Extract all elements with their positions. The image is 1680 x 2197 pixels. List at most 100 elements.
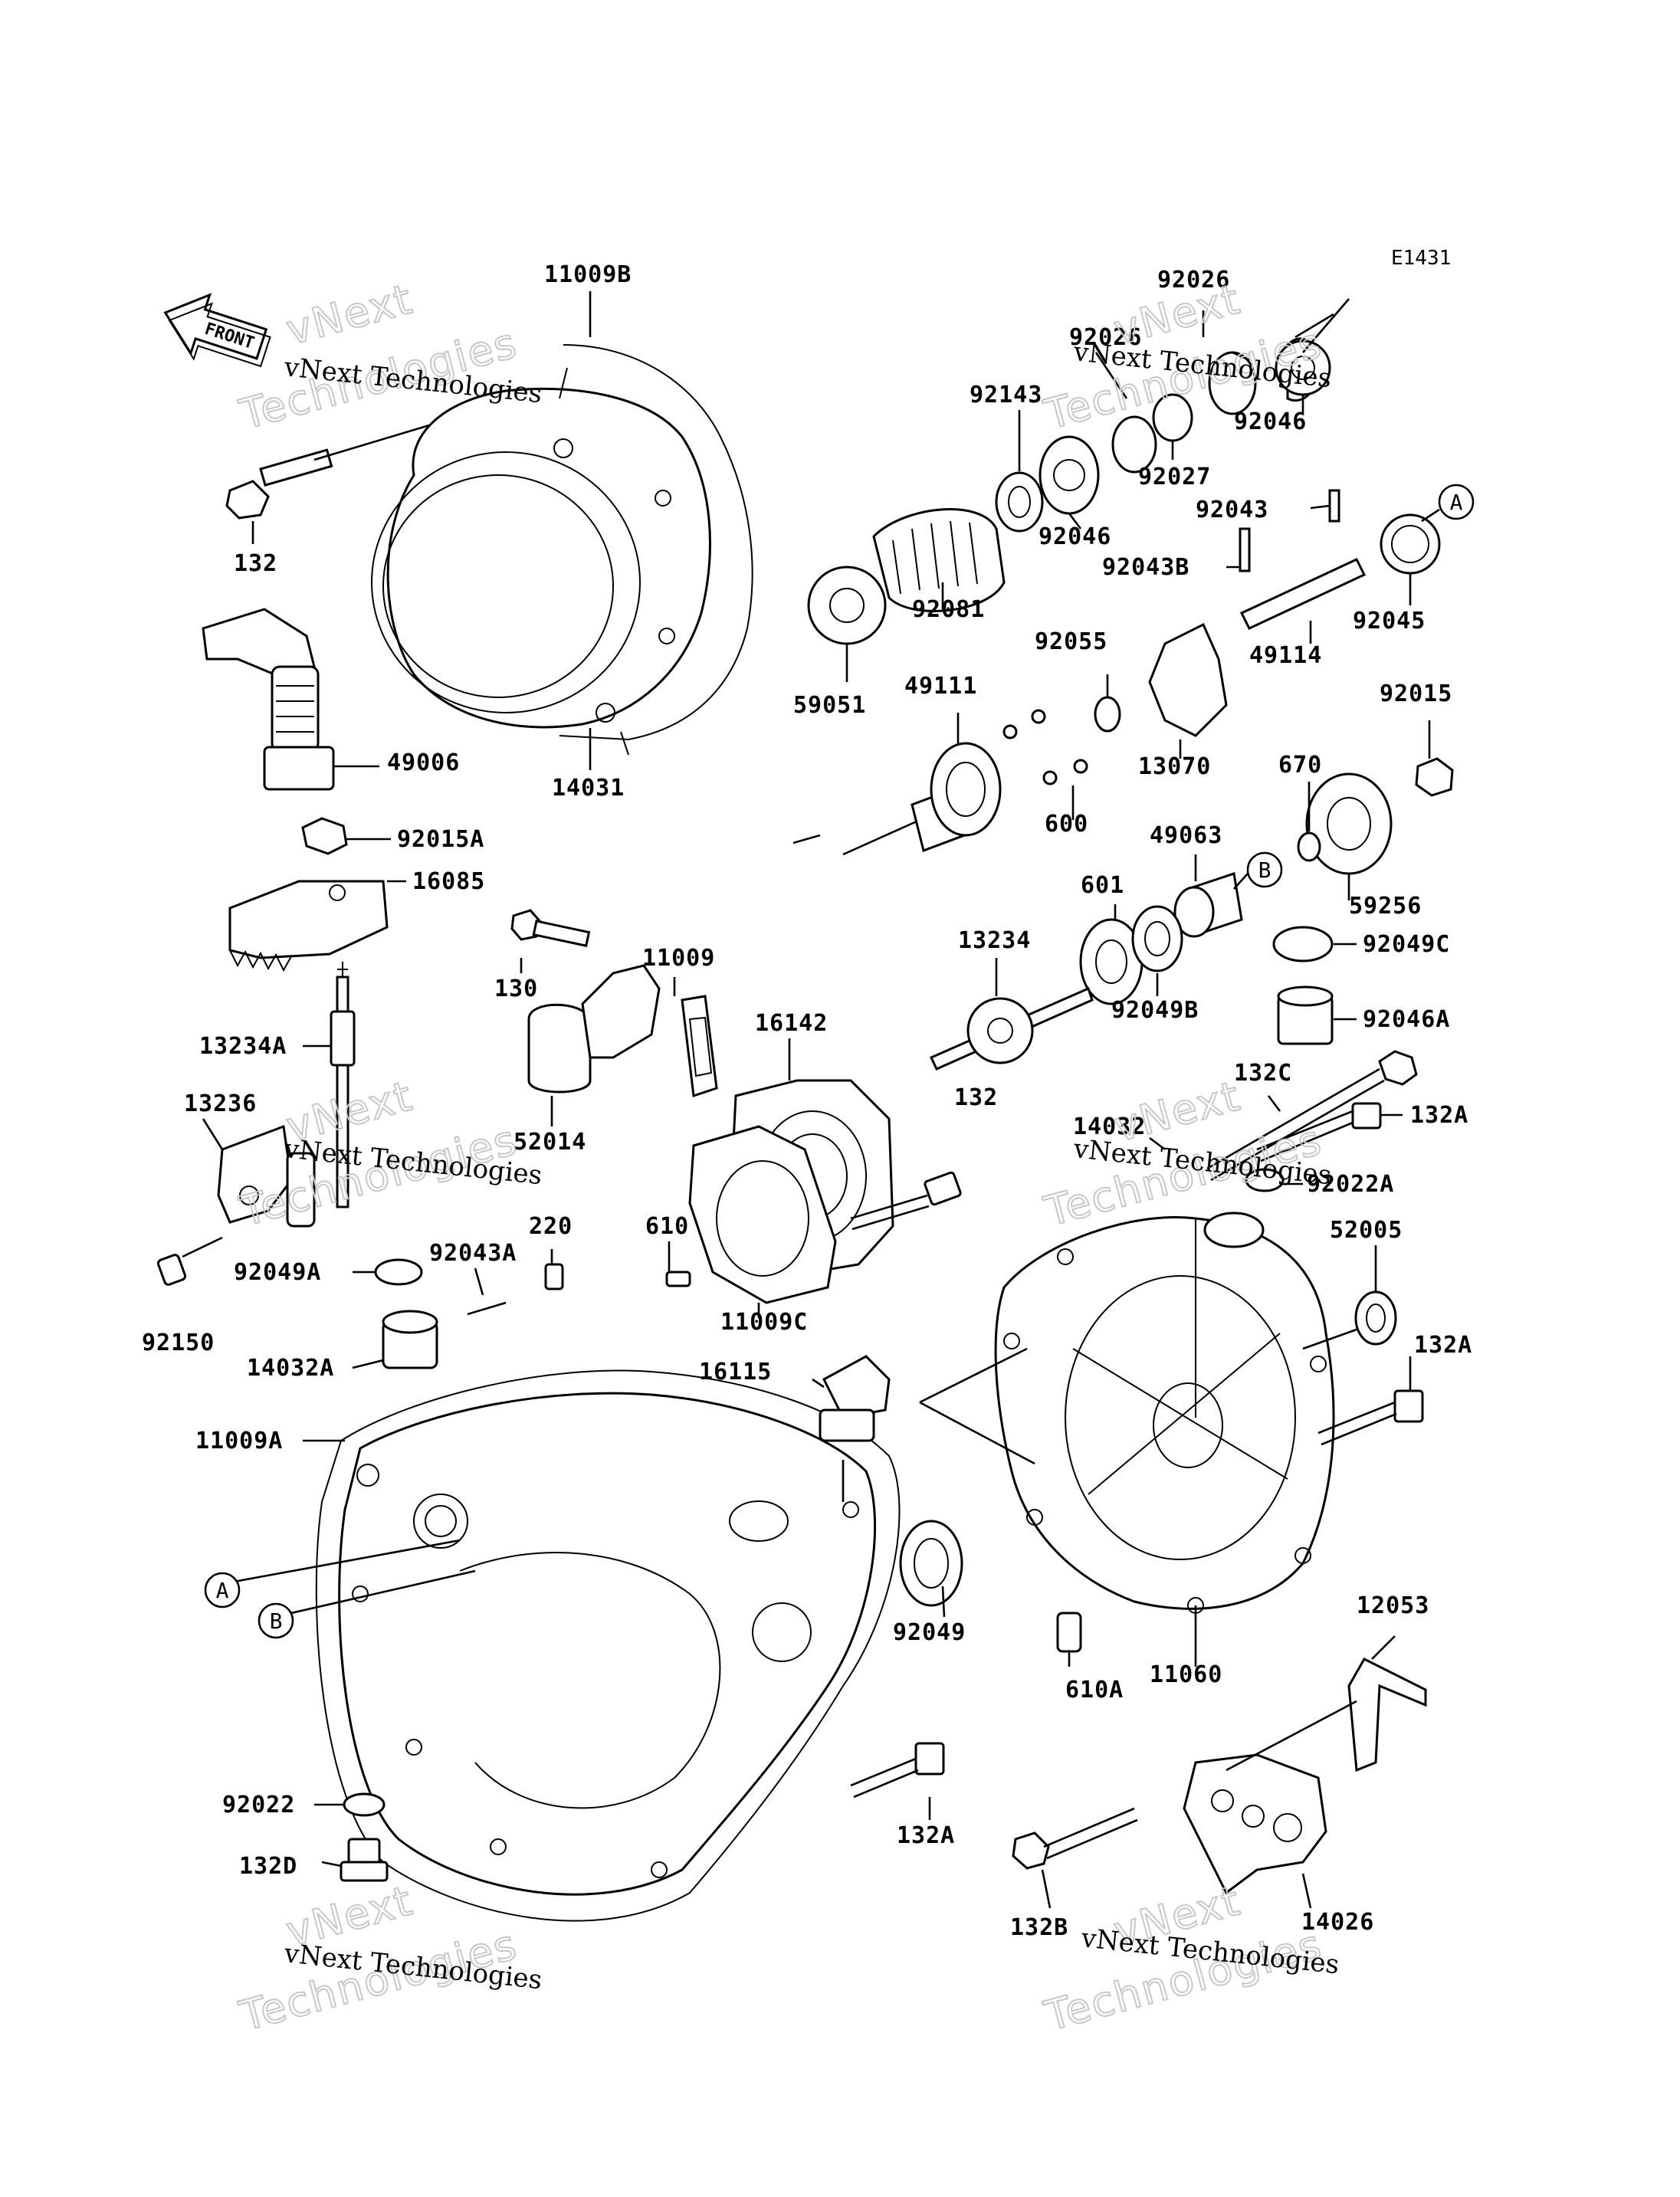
part-label[interactable]: 92049B [1111,997,1199,1024]
part-label[interactable]: 49111 [904,673,977,700]
part-label[interactable]: 132B [1010,1914,1068,1941]
svg-text:A: A [216,1578,229,1603]
part-label[interactable]: 92049 [893,1619,966,1646]
part-label[interactable]: 16142 [755,1010,828,1037]
crankcase-cover-11009A [315,1369,901,1922]
part-label[interactable]: 92043B [1102,554,1189,581]
part-label[interactable]: 92049A [234,1259,321,1286]
part-label[interactable]: 11009B [544,261,632,288]
bracket-12053 [1347,1658,1427,1772]
part-label[interactable]: 16115 [699,1359,772,1385]
part-label[interactable]: 132A [1414,1332,1472,1359]
part-label[interactable]: 92022A [1307,1171,1394,1198]
part-label[interactable]: 610A [1065,1677,1124,1703]
part-label[interactable]: 14031 [552,775,625,802]
part-label[interactable]: 92043 [1196,497,1268,523]
part-label[interactable]: 13070 [1138,753,1211,780]
part-label[interactable]: 92046A [1363,1006,1450,1033]
part-label[interactable]: 92027 [1138,464,1211,490]
bolt-132-mid [850,1171,962,1231]
part-label[interactable]: 16085 [412,868,485,895]
ref-marker-A-top[interactable]: A [1438,484,1475,520]
plug-16115 [819,1355,891,1502]
part-label[interactable]: 92026 [1157,267,1230,293]
part-label[interactable]: 92055 [1035,628,1107,655]
part-label[interactable]: 49006 [387,749,460,776]
part-label[interactable]: 601 [1081,872,1124,899]
part-label[interactable]: 11009A [195,1428,283,1454]
part-label[interactable]: 59256 [1349,893,1422,920]
washer-92022 [343,1792,386,1817]
part-label[interactable]: 14032 [1073,1113,1146,1140]
kick-shaft-49006 [202,608,379,791]
part-label[interactable]: 92046 [1039,523,1111,550]
part-label[interactable]: 132A [1410,1102,1468,1129]
screw-220 [544,1263,564,1290]
ref-marker-B-bottom[interactable]: B [258,1602,294,1639]
part-label[interactable]: 92150 [142,1330,215,1356]
part-label[interactable]: 92026 [1069,324,1142,351]
part-label[interactable]: 92046 [1234,408,1307,435]
ref-marker-A-bottom[interactable]: A [204,1572,241,1608]
bolt-132-top [225,424,430,520]
water-pipe-group [510,909,718,1098]
screw-92150 [156,1254,187,1286]
pin-92043A [467,1301,507,1316]
watermark-6: vNext Technologies vNext Technologies [1039,1875,1340,2041]
part-label[interactable]: 59051 [793,692,866,719]
seal-52005 [1354,1290,1397,1346]
part-label[interactable]: 132 [234,550,277,577]
part-label[interactable]: 610 [645,1213,689,1240]
svg-text:vNext: vNext [281,274,418,354]
part-labels: 11009B 132 49006 14031 92015A 16085 130 … [142,261,1472,1941]
bolt-132A-bottom [850,1742,945,1799]
pump-drive-group [1079,757,1454,1005]
diagram-code: E1431 [1391,247,1451,270]
bolt-132A-right2 [1317,1389,1424,1446]
clutch-cover-group [371,344,753,756]
bolt-132C [1206,1050,1418,1182]
part-label[interactable]: 11009 [642,945,715,972]
leader-lines [202,291,1431,1909]
part-label[interactable]: 92043A [429,1240,517,1267]
part-label[interactable]: 11009C [720,1309,808,1336]
cap-14032A [382,1310,438,1369]
ref-marker-B-top[interactable]: B [1246,851,1283,888]
part-label[interactable]: 92022 [222,1792,295,1818]
bearing-92046A [1277,985,1334,1045]
part-label[interactable]: 14026 [1301,1909,1374,1936]
dowel-610A [1056,1612,1082,1653]
part-label[interactable]: 11060 [1150,1661,1222,1688]
seal-92049A [374,1258,423,1286]
part-label[interactable]: 13236 [184,1090,257,1117]
part-label[interactable]: 52005 [1330,1217,1403,1244]
part-label[interactable]: 132C [1234,1060,1292,1087]
part-label[interactable]: 92015 [1380,680,1452,707]
part-label[interactable]: 220 [529,1213,573,1240]
part-label[interactable]: 12053 [1357,1592,1429,1619]
part-label[interactable]: 132A [897,1822,955,1849]
part-label[interactable]: 600 [1045,811,1088,838]
part-label[interactable]: 49063 [1150,822,1222,849]
watermark-4: vNext Technologies vNext Technologies [1039,1071,1333,1237]
seal-92049 [899,1520,963,1607]
water-pump-cover-group [665,1079,894,1304]
clutch-cover-11060 [994,1212,1335,1614]
svg-text:A: A [1450,490,1463,515]
part-label[interactable]: 92143 [970,382,1042,408]
part-label[interactable]: 13234 [958,927,1031,954]
part-label[interactable]: 92049C [1363,931,1450,958]
part-label[interactable]: 92045 [1353,608,1426,635]
part-label[interactable]: 130 [494,976,538,1002]
part-label[interactable]: 670 [1278,752,1322,779]
part-label[interactable]: 132 [954,1084,998,1111]
part-label[interactable]: 49114 [1249,642,1322,669]
part-label[interactable]: 52014 [514,1129,586,1156]
part-label[interactable]: 92081 [912,596,985,623]
part-label[interactable]: 132D [239,1853,297,1880]
part-label[interactable]: 14032A [247,1355,334,1382]
seal-92049C [1272,926,1334,962]
part-label[interactable]: 92015A [397,826,484,853]
part-label[interactable]: 13234A [199,1033,287,1060]
